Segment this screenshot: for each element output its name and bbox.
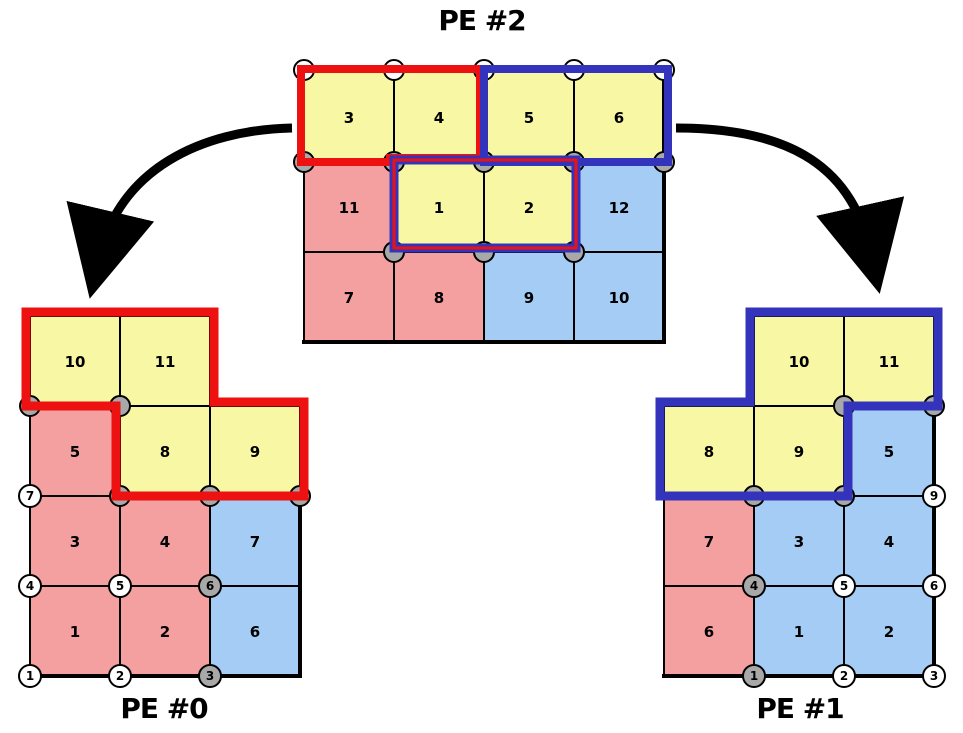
cell-label: 6 xyxy=(250,623,260,641)
cell-label: 5 xyxy=(70,443,80,461)
pe0-group: 7 4 5 6 1 2 3 10 11 5 8 9 3 xyxy=(18,307,311,725)
cell-label: 7 xyxy=(344,289,354,307)
numbered-node: 4 xyxy=(742,574,766,598)
cell-label: 5 xyxy=(884,443,894,461)
pe2-cell xyxy=(393,251,485,343)
cell-label: 2 xyxy=(160,623,170,641)
pe2-group: 3 4 5 6 11 1 2 12 7 8 9 10 PE #2 xyxy=(293,4,675,344)
pe1-label: PE #1 xyxy=(756,692,843,725)
right-arrow xyxy=(675,123,905,294)
cell-label: 2 xyxy=(884,623,894,641)
pe1-cell xyxy=(843,315,935,407)
cell-label: 3 xyxy=(70,533,80,551)
cell-label: 11 xyxy=(879,353,900,371)
pe1-cell xyxy=(753,405,845,497)
pe0-cell xyxy=(119,585,211,677)
node-label: 3 xyxy=(930,669,938,683)
cell-label: 2 xyxy=(524,199,534,217)
cell-label: 1 xyxy=(794,623,804,641)
numbered-node: 1 xyxy=(742,664,766,688)
numbered-node: 1 xyxy=(18,664,42,688)
cell-label: 1 xyxy=(70,623,80,641)
pe1-cell xyxy=(843,585,935,677)
numbered-node: 9 xyxy=(922,484,946,508)
cell-label: 8 xyxy=(160,443,170,461)
node-label: 7 xyxy=(26,489,34,503)
numbered-node: 2 xyxy=(108,664,132,688)
cell-label: 6 xyxy=(614,109,624,127)
blue-partition-outline xyxy=(655,307,943,501)
pe2-label: PE #2 xyxy=(438,4,525,37)
numbered-node: 4 xyxy=(18,574,42,598)
cell-label: 4 xyxy=(160,533,170,551)
node-label: 4 xyxy=(26,579,34,593)
node-label: 2 xyxy=(116,669,124,683)
left-arrow xyxy=(66,123,293,299)
pe0-cell xyxy=(29,495,121,587)
cell-label: 11 xyxy=(155,353,176,371)
node-label: 6 xyxy=(206,579,214,593)
pe1-cell xyxy=(753,585,845,677)
numbered-node: 5 xyxy=(832,574,856,598)
node-label: 2 xyxy=(840,669,848,683)
pe0-label: PE #0 xyxy=(120,692,208,725)
node-label: 6 xyxy=(930,579,938,593)
cell-label: 8 xyxy=(704,443,714,461)
cell-label: 3 xyxy=(794,533,804,551)
pe2-cell xyxy=(303,71,395,163)
pe2-cell xyxy=(573,251,665,343)
numbered-node: 6 xyxy=(922,574,946,598)
numbered-node: 3 xyxy=(198,664,222,688)
pe2-cell xyxy=(393,71,485,163)
numbered-node: 5 xyxy=(108,574,132,598)
pe1-cell xyxy=(663,585,755,677)
pe1-cell xyxy=(663,495,755,587)
inner-red-outline xyxy=(392,158,578,250)
cell-label: 4 xyxy=(434,109,444,127)
node-label: 5 xyxy=(840,579,848,593)
pe1-cell xyxy=(843,495,935,587)
numbered-node: 3 xyxy=(922,664,946,688)
cell-label: 4 xyxy=(884,533,894,551)
numbered-node: 6 xyxy=(198,574,222,598)
node-label: 1 xyxy=(750,669,758,683)
cell-label: 6 xyxy=(704,623,714,641)
blue-partition-outline xyxy=(480,65,672,166)
node-label: 1 xyxy=(26,669,34,683)
pe0-cell xyxy=(209,585,301,677)
cell-label: 5 xyxy=(524,109,534,127)
cell-label: 12 xyxy=(609,199,630,217)
pe0-cell xyxy=(119,495,211,587)
cell-label: 9 xyxy=(524,289,534,307)
pe0-cell xyxy=(119,315,211,407)
cell-label: 7 xyxy=(250,533,260,551)
cell-label: 9 xyxy=(250,443,260,461)
node-label: 3 xyxy=(206,669,214,683)
cell-label: 9 xyxy=(794,443,804,461)
cell-label: 10 xyxy=(609,289,630,307)
pe1-group: 9 4 5 6 1 2 3 10 11 8 9 5 7 xyxy=(655,307,946,725)
cell-label: 3 xyxy=(344,109,354,127)
cell-label: 8 xyxy=(434,289,444,307)
node-label: 9 xyxy=(930,489,938,503)
cell-label: 1 xyxy=(434,199,444,217)
numbered-node: 2 xyxy=(832,664,856,688)
node-label: 4 xyxy=(750,579,758,593)
numbered-node: 7 xyxy=(18,484,42,508)
pe0-cell xyxy=(29,585,121,677)
cell-label: 11 xyxy=(339,199,360,217)
cell-label: 10 xyxy=(789,353,810,371)
cell-label: 7 xyxy=(704,533,714,551)
cell-label: 10 xyxy=(65,353,86,371)
node-label: 5 xyxy=(116,579,124,593)
red-partition-outline xyxy=(21,307,309,501)
pe0-cell xyxy=(209,405,301,497)
